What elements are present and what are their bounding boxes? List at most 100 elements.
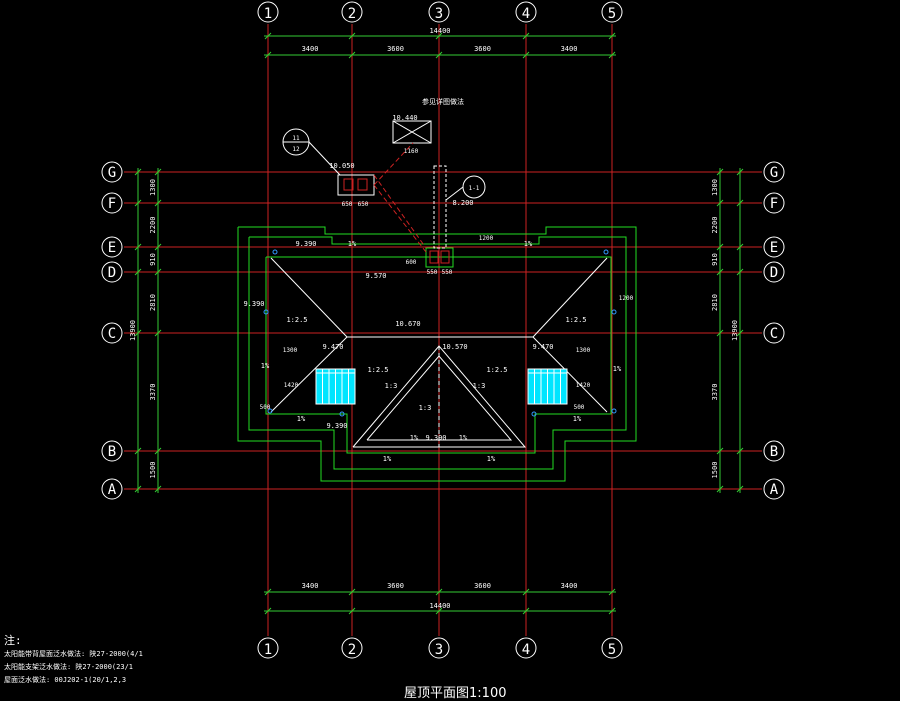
grid-bubble-left bbox=[101, 322, 123, 344]
grid-label-right-F: F bbox=[770, 196, 778, 212]
dim-tick bbox=[716, 243, 724, 251]
grid-bubble-top bbox=[428, 1, 450, 23]
cap-diagonal bbox=[392, 120, 432, 144]
dim-text-top-seg: 3400 bbox=[561, 45, 578, 53]
callout-leader bbox=[308, 141, 341, 176]
grid-bubble-top bbox=[257, 1, 279, 23]
roof-drain bbox=[611, 309, 617, 315]
small-dim-label: 500 bbox=[260, 404, 271, 411]
dim-tick bbox=[154, 199, 162, 207]
dim-tick bbox=[522, 51, 530, 59]
annotation-labels: 10.44010.0509.3909.3909.57010.67010.5709… bbox=[243, 97, 633, 463]
dim-tick bbox=[435, 32, 443, 40]
elevation-label: 10.050 bbox=[329, 162, 354, 170]
slope-label: 1% bbox=[261, 362, 270, 370]
dim-tick bbox=[348, 51, 356, 59]
roof-ridge-lines bbox=[270, 257, 608, 448]
note-line-2: 太阳能支架泛水做法: 陕27-2000(23/1 bbox=[4, 663, 134, 671]
slope-label: 1% bbox=[410, 434, 419, 442]
grid-label-left-C: C bbox=[108, 326, 116, 342]
slope-label: 1% bbox=[383, 455, 392, 463]
small-dim-label: 1300 bbox=[283, 347, 298, 354]
leader-note: 参见详图做法 bbox=[422, 97, 464, 106]
dim-tick bbox=[736, 199, 744, 207]
grid-label-bottom-3: 3 bbox=[435, 642, 443, 658]
ratio-label: 1:3 bbox=[419, 404, 432, 412]
dim-text-top-total: 14400 bbox=[429, 27, 450, 35]
ratio-label: 1:2.5 bbox=[486, 366, 507, 374]
dim-tick bbox=[608, 51, 616, 59]
hip-line-left-top bbox=[270, 257, 348, 338]
dim-tick bbox=[134, 329, 142, 337]
dim-text-bottom-seg: 3600 bbox=[387, 582, 404, 590]
elevation-label: 9.390 bbox=[295, 240, 316, 248]
dim-tick bbox=[736, 268, 744, 276]
slope-label: 1% bbox=[348, 240, 357, 248]
dim-text-bottom-seg: 3600 bbox=[474, 582, 491, 590]
dim-tick bbox=[435, 588, 443, 596]
notes-heading: 注: bbox=[4, 634, 22, 647]
grid-label-bottom-4: 4 bbox=[522, 642, 530, 658]
elevation-label: 9.390 bbox=[326, 422, 347, 430]
grid-bubble-top bbox=[341, 1, 363, 23]
grid-label-left-E: E bbox=[108, 240, 116, 256]
chimney-opening bbox=[343, 178, 354, 191]
grid-bubble-bottom bbox=[341, 637, 363, 659]
grid-bubble-top bbox=[515, 1, 537, 23]
drawing-title: 屋顶平面图 bbox=[404, 686, 470, 701]
elevation-label: 9.390 bbox=[425, 434, 446, 442]
chimney-opening bbox=[357, 178, 368, 191]
note-line-1: 太阳能带背屋面泛水做法: 陕27-2000(4/1 bbox=[4, 650, 143, 658]
small-dim-label: 1160 bbox=[404, 148, 419, 155]
elevation-label: 10.570 bbox=[442, 343, 467, 351]
roof-drain bbox=[611, 408, 617, 414]
dim-text-left-seg: 2200 bbox=[149, 217, 157, 234]
grid-label-left-A: A bbox=[108, 482, 117, 498]
dim-tick bbox=[716, 485, 724, 493]
dim-tick bbox=[264, 607, 272, 615]
roof-drain bbox=[267, 408, 273, 414]
dim-tick bbox=[522, 607, 530, 615]
grid-bubble-top bbox=[601, 1, 623, 23]
roof-drain bbox=[531, 411, 537, 417]
dim-tick bbox=[716, 329, 724, 337]
ratio-label: 1:2.5 bbox=[565, 316, 586, 324]
dim-tick bbox=[435, 51, 443, 59]
small-dim-label: 550 bbox=[442, 269, 453, 276]
dim-text-left-seg: 1500 bbox=[149, 462, 157, 479]
dim-text-bottom-total: 14400 bbox=[429, 602, 450, 610]
grid-label-bottom-2: 2 bbox=[348, 642, 356, 658]
grid-label-right-E: E bbox=[770, 240, 778, 256]
grid-bubble-right bbox=[763, 440, 785, 462]
small-dim-label: 650 bbox=[358, 201, 369, 208]
grid-label-top-4: 4 bbox=[522, 6, 530, 22]
callout-left-bottom: 12 bbox=[292, 146, 300, 153]
hip-line-right-bottom bbox=[532, 336, 608, 413]
leader-red bbox=[373, 184, 427, 253]
small-dim-label: 550 bbox=[427, 269, 438, 276]
grid-bubble-bottom bbox=[601, 637, 623, 659]
dim-tick bbox=[134, 199, 142, 207]
dim-tick bbox=[154, 447, 162, 455]
grid-label-top-2: 2 bbox=[348, 6, 356, 22]
slope-label: 1% bbox=[297, 415, 306, 423]
slope-label: 1% bbox=[613, 365, 622, 373]
grid-bubble-left bbox=[101, 261, 123, 283]
dim-tick bbox=[522, 32, 530, 40]
roof-drain bbox=[339, 411, 345, 417]
roof-inner-outline bbox=[265, 256, 612, 454]
callout-left-top: 11 bbox=[292, 135, 300, 142]
dim-tick bbox=[348, 607, 356, 615]
grid-bubble-bottom bbox=[257, 637, 279, 659]
callout-right-label: 1-1 bbox=[469, 185, 480, 192]
grid-bubble-bottom bbox=[428, 637, 450, 659]
small-dim-label: 1200 bbox=[479, 235, 494, 242]
grid-label-right-D: D bbox=[770, 265, 778, 281]
dim-text-right-seg: 3370 bbox=[711, 384, 719, 401]
small-dim-label: 1200 bbox=[619, 295, 634, 302]
grid-bubble-right bbox=[763, 478, 785, 500]
dim-tick bbox=[608, 32, 616, 40]
dim-text-right-total: 13900 bbox=[731, 320, 739, 341]
